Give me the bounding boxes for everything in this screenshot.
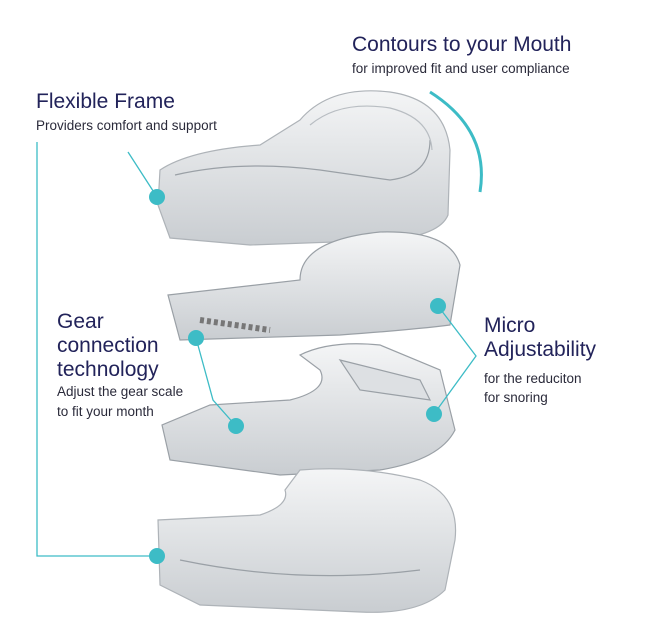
micro-subtitle-1: for the reduciton: [484, 371, 582, 386]
dot-micro-bottom: [426, 406, 442, 422]
micro-subtitle-2: for snoring: [484, 390, 548, 405]
dot-flexible-frame: [149, 189, 165, 205]
bottom-tray: [157, 468, 457, 613]
micro-title-2: Adjustability: [484, 338, 597, 361]
flexible-frame-title: Flexible Frame: [36, 90, 175, 113]
gear-title-1: Gear: [57, 310, 104, 333]
flexible-frame-subtitle: Providers comfort and support: [36, 118, 217, 133]
micro-title-1: Micro: [484, 314, 536, 337]
dot-bottom-frame: [149, 548, 165, 564]
callout-lines: [36, 90, 483, 557]
gear-title-2: connection: [57, 334, 159, 357]
gear-title-3: technology: [57, 358, 159, 381]
gear-subtitle-2: to fit your month: [57, 404, 154, 419]
callout-dots: [149, 189, 446, 564]
contours-title: Contours to your Mouth: [352, 33, 572, 56]
top-tray: [157, 90, 451, 246]
dot-gear-bottom: [228, 418, 244, 434]
contours-subtitle: for improved fit and user compliance: [352, 61, 570, 76]
gear-layer: [167, 231, 461, 341]
dot-gear-top: [188, 330, 204, 346]
dot-micro-top: [430, 298, 446, 314]
gear-subtitle-1: Adjust the gear scale: [57, 384, 184, 399]
adjust-layer: [161, 343, 456, 476]
